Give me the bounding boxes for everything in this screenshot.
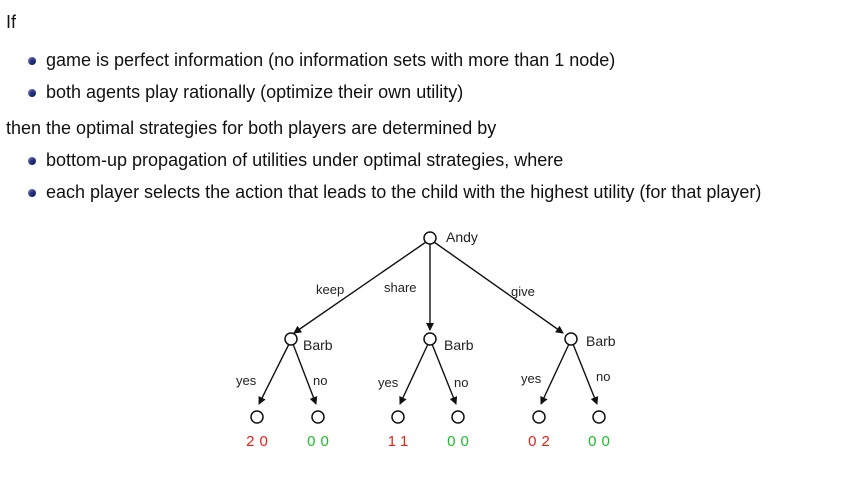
action-label-keep: keep — [316, 282, 344, 297]
leaf-node — [391, 410, 405, 424]
conclusion-text: then the optimal strategies for both pla… — [6, 118, 497, 138]
leaf-node — [532, 410, 546, 424]
action-label-share: share — [384, 280, 417, 295]
method-item-2: each player selects the action that lead… — [28, 182, 761, 203]
response-label-give-yes: yes — [521, 371, 542, 386]
condition-text-2: both agents play rationally (optimize th… — [46, 82, 464, 102]
barb-node-give — [564, 332, 578, 346]
root-label: Andy — [446, 229, 478, 245]
response-label-share-yes: yes — [378, 375, 399, 390]
edge-give-no — [572, 343, 599, 405]
bullet-icon — [28, 188, 36, 197]
leaf-node — [250, 410, 264, 424]
edge-keep — [293, 241, 427, 334]
barb-node-share — [423, 332, 437, 346]
edge-give — [433, 241, 564, 334]
response-label-share-no: no — [454, 375, 468, 390]
edge-give-yes — [540, 343, 570, 405]
edge-keep-yes — [258, 343, 290, 405]
method-text-2: each player selects the action that lead… — [46, 182, 762, 202]
condition-text-1: game is perfect information (no informat… — [46, 50, 616, 70]
condition-item-2: both agents play rationally (optimize th… — [28, 82, 463, 103]
barb-label-give: Barb — [586, 333, 616, 349]
intro-text: If — [6, 12, 17, 32]
method-item-1: bottom-up propagation of utilities under… — [28, 150, 563, 171]
response-label-give-no: no — [596, 369, 610, 384]
method-text-1: bottom-up propagation of utilities under… — [46, 150, 564, 170]
response-label-keep-no: no — [313, 373, 327, 388]
barb-label-share: Barb — [444, 337, 474, 353]
barb-node-keep — [284, 332, 298, 346]
leaf-node — [592, 410, 606, 424]
bullet-icon — [28, 56, 36, 65]
action-label-give: give — [511, 284, 535, 299]
edge-share-no — [431, 343, 458, 405]
barb-label-keep: Barb — [303, 337, 333, 353]
condition-item-1: game is perfect information (no informat… — [28, 50, 615, 71]
leaf-node — [311, 410, 325, 424]
edge-keep-no — [292, 343, 318, 405]
bullet-icon — [28, 88, 36, 97]
bullet-icon — [28, 156, 36, 165]
response-label-keep-yes: yes — [236, 373, 257, 388]
leaf-node — [451, 410, 465, 424]
edge-share-yes — [399, 343, 429, 405]
